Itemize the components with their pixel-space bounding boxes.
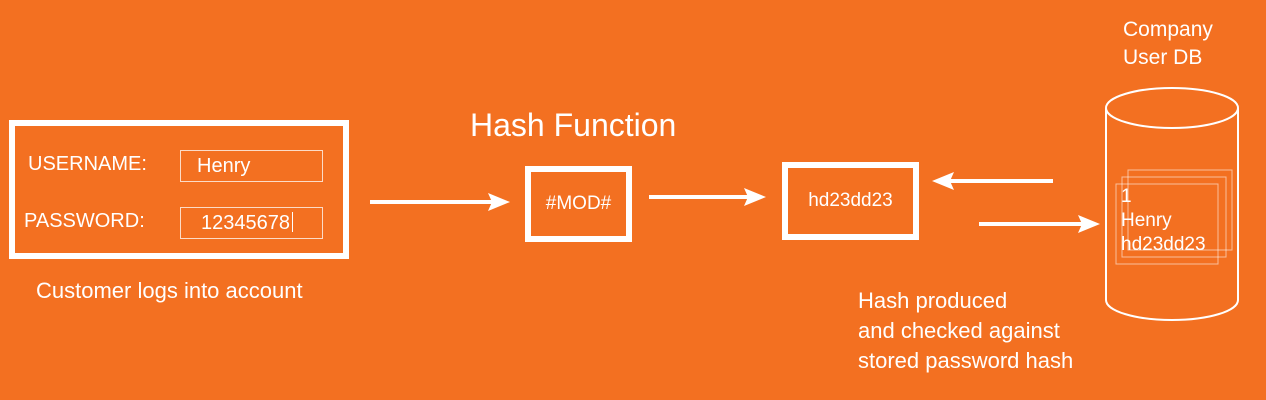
login-box — [9, 120, 349, 259]
password-label: PASSWORD: — [24, 210, 145, 232]
hash-function-title: Hash Function — [470, 107, 677, 143]
hash-function-box: #MOD# — [525, 166, 632, 242]
database-title-line-1: Company — [1123, 18, 1213, 41]
hash-output-box: hd23dd23 — [782, 162, 919, 240]
arrow-db-to-output — [932, 172, 1053, 190]
db-record-outlines — [1115, 169, 1233, 265]
hash-function-text: #MOD# — [545, 193, 612, 214]
hash-caption-line-2: and checked against — [858, 318, 1060, 343]
password-value: 12345678 — [201, 212, 290, 234]
database-cylinder — [1105, 87, 1239, 321]
arrow-login-to-hash — [370, 193, 510, 211]
record-hash: hd23dd23 — [1121, 234, 1206, 255]
hash-caption-line-1: Hash produced — [858, 288, 1008, 313]
hash-caption-line-3: stored password hash — [858, 348, 1074, 373]
password-field[interactable]: 12345678 — [180, 207, 323, 239]
record-username: Henry — [1121, 210, 1172, 231]
database-record: 1 Henry hd23dd23 — [1121, 185, 1206, 257]
username-field[interactable]: Henry — [180, 150, 323, 182]
arrow-output-to-db — [979, 215, 1100, 233]
login-caption: Customer logs into account — [36, 278, 303, 303]
database-title: Company User DB — [1123, 16, 1213, 72]
username-value: Henry — [197, 155, 251, 177]
arrow-hash-to-output — [649, 188, 766, 206]
database-title-line-2: User DB — [1123, 46, 1203, 69]
username-label: USERNAME: — [28, 153, 147, 175]
record-id: 1 — [1121, 186, 1132, 207]
hash-output-value: hd23dd23 — [808, 190, 893, 211]
text-caret — [291, 212, 293, 232]
hash-caption: Hash produced and checked against stored… — [858, 286, 1073, 376]
